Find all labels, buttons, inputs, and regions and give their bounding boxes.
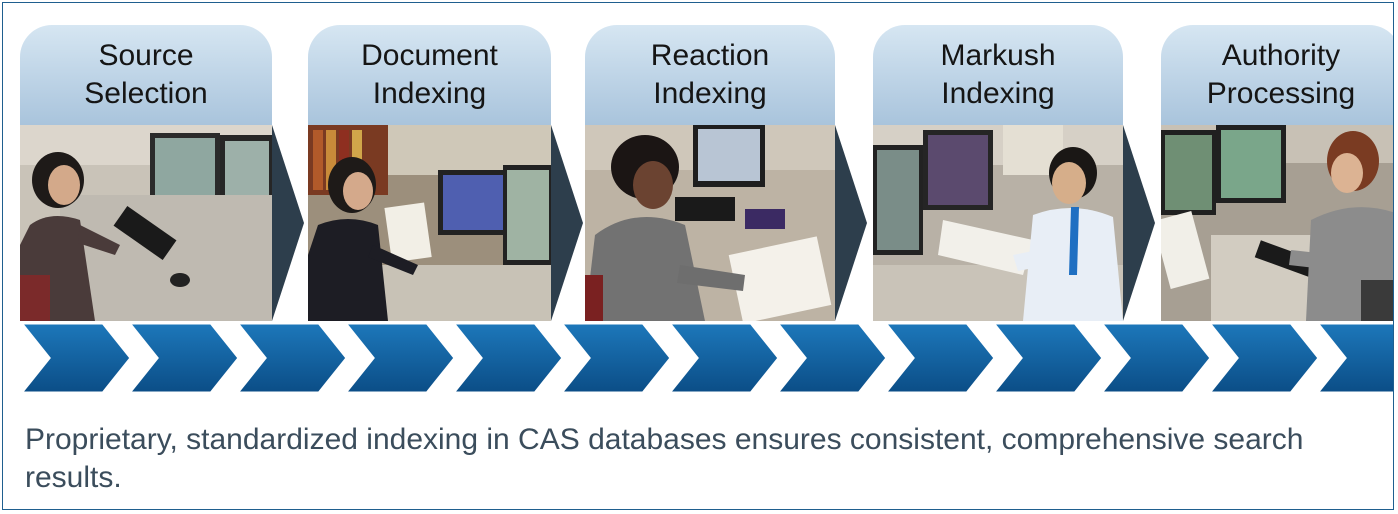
- stage-header: Markush Indexing: [873, 25, 1123, 125]
- stage-header: Reaction Indexing: [585, 25, 835, 125]
- photo-illustration: [873, 125, 1123, 321]
- stage-title-line1: Document: [361, 39, 498, 72]
- stage-photo: [308, 125, 551, 321]
- stage-photo: [20, 125, 272, 321]
- chevron-segment: [773, 323, 889, 395]
- connector-arrow: [1123, 125, 1155, 321]
- chevron-segment: [341, 323, 457, 395]
- photo-illustration: [585, 125, 835, 321]
- chevron-segment: [17, 323, 133, 395]
- connector-arrow: [272, 125, 304, 321]
- chevron-segment: [125, 323, 241, 395]
- stage-title: Reaction Indexing: [585, 37, 835, 113]
- stage-title-line1: Authority: [1221, 39, 1341, 72]
- chevron-segment: [665, 323, 781, 395]
- stage-header: Document Indexing: [308, 25, 551, 125]
- chevron-process-band: [17, 323, 1393, 395]
- stage-title-line1: Source: [98, 39, 194, 72]
- stage-title-line2: Indexing: [372, 77, 487, 110]
- stage-source-selection: Source Selection: [20, 25, 272, 321]
- stage-title-line2: Selection: [84, 77, 208, 110]
- stage-reaction-indexing: Reaction Indexing: [585, 25, 835, 321]
- stage-title: Source Selection: [20, 37, 272, 113]
- connector-arrow: [551, 125, 583, 321]
- stage-title: Document Indexing: [308, 37, 551, 113]
- stage-title: Markush Indexing: [873, 37, 1123, 113]
- photo-illustration: [308, 125, 551, 321]
- stage-authority-processing: Authority Processing: [1161, 25, 1393, 321]
- caption-text: Proprietary, standardized indexing in CA…: [25, 423, 1304, 494]
- chevron-segment: [233, 323, 349, 395]
- chevron-segment: [557, 323, 673, 395]
- stage-header: Authority Processing: [1161, 25, 1393, 125]
- stage-title: Authority Processing: [1161, 37, 1393, 113]
- photo-illustration: [1161, 125, 1393, 321]
- chevron-segment: [1313, 323, 1393, 395]
- stage-document-indexing: Document Indexing: [308, 25, 551, 321]
- stage-title-line2: Processing: [1206, 77, 1356, 110]
- chevron-segment: [1205, 323, 1321, 395]
- stage-title-line1: Reaction: [650, 39, 770, 72]
- stage-header: Source Selection: [20, 25, 272, 125]
- stage-title-line2: Indexing: [941, 77, 1055, 110]
- stage-photo: [1161, 125, 1393, 321]
- connector-arrow: [835, 125, 867, 321]
- stage-title-line2: Indexing: [653, 77, 767, 110]
- stage-markush-indexing: Markush Indexing: [873, 25, 1123, 321]
- photo-illustration: [20, 125, 272, 321]
- chevron-segment: [449, 323, 565, 395]
- stage-photo: [585, 125, 835, 321]
- chevron-segment: [1097, 323, 1213, 395]
- chevron-segment: [881, 323, 997, 395]
- chevron-segment: [989, 323, 1105, 395]
- stage-title-line1: Markush: [940, 39, 1056, 72]
- stage-photo: [873, 125, 1123, 321]
